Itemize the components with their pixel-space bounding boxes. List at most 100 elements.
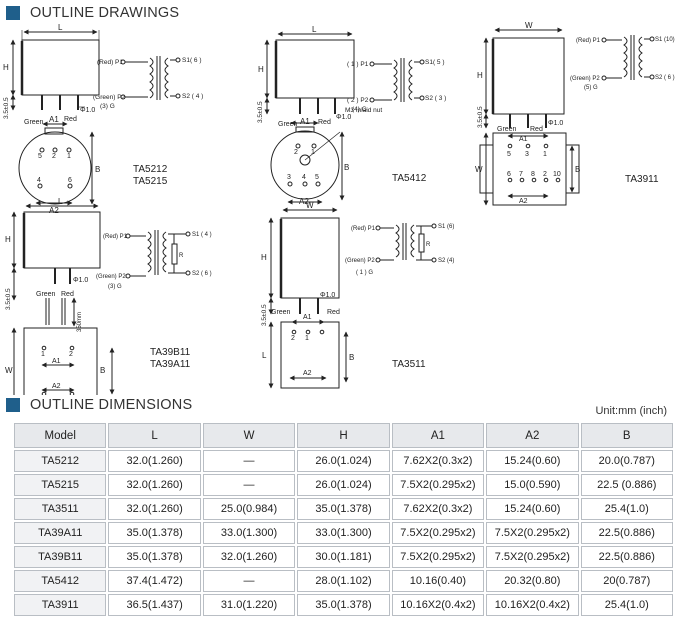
schematic-s1: S1( 6 ) xyxy=(182,57,202,64)
table-cell: 7.5X2(0.295x2) xyxy=(486,546,579,568)
model-label: TA39B11 xyxy=(150,347,191,358)
table-cell: 7.5X2(0.295x2) xyxy=(391,522,485,544)
dim-a2: A2 xyxy=(299,197,309,206)
schematic-s2: S2 ( 6 ) xyxy=(655,75,675,81)
table-row: TA5412 37.4(1.472) — 28.0(1.102) 10.16(0… xyxy=(14,570,673,592)
pin-label: 2 xyxy=(291,335,295,342)
lead-length: 350mm xyxy=(77,312,83,332)
drawing-ta39b11 xyxy=(11,203,191,395)
table-cell: 32.0(1.260) xyxy=(108,474,201,496)
outline-drawings-header: OUTLINE DRAWINGS xyxy=(6,5,179,21)
dim-h: H xyxy=(258,65,264,74)
schematic-g: (5) G xyxy=(584,85,598,91)
section-bullet-icon xyxy=(6,6,20,20)
table-cell: 7.62X2(0.3x2) xyxy=(391,498,485,520)
table-cell: 31.0(1.220) xyxy=(202,594,296,616)
section-title: OUTLINE DIMENSIONS xyxy=(30,397,193,413)
table-cell: 33.0(1.300) xyxy=(202,522,296,544)
table-row: TA5215 32.0(1.260) — 26.0(1.024) 7.5X2(0… xyxy=(14,474,673,496)
table-row: TA39B11 35.0(1.378) 32.0(1.260) 30.0(1.1… xyxy=(14,546,673,568)
column-header: H xyxy=(297,423,390,448)
table-row: TA3911 36.5(1.437) 31.0(1.220) 35.0(1.37… xyxy=(14,594,673,616)
model-cell: TA39A11 xyxy=(14,522,107,544)
table-cell: 36.5(1.437) xyxy=(108,594,201,616)
dim-pin-dia: Φ1.0 xyxy=(73,277,88,284)
table-cell: 37.4(1.472) xyxy=(108,570,201,592)
pin-label: 4 xyxy=(302,174,306,181)
pin-label: 8 xyxy=(531,171,535,178)
dim-pin-dia: Φ1.0 xyxy=(80,107,95,114)
table-cell: 25.4(1.0) xyxy=(580,498,673,520)
pin-label: 7 xyxy=(519,171,523,178)
model-cell: TA5412 xyxy=(14,570,107,592)
dim-h: H xyxy=(261,253,267,262)
schematic-p1: (Red) P1 xyxy=(103,234,128,240)
dim-b: B xyxy=(100,366,105,375)
schematic-r: R xyxy=(179,253,184,259)
table-cell: — xyxy=(202,570,296,592)
pin-label: 2 xyxy=(294,149,298,156)
pin-label: 2 xyxy=(52,153,56,160)
lead-red: Red xyxy=(61,291,74,298)
dim-a1: A1 xyxy=(303,314,312,321)
table-cell: 20.0(0.787) xyxy=(580,450,673,472)
schematic-s1: S1 ( 4 ) xyxy=(192,232,212,238)
model-cell: TA5215 xyxy=(14,474,107,496)
pin-label: 5 xyxy=(38,153,42,160)
lead-green: Green xyxy=(497,126,517,133)
table-cell: 22.5(0.886) xyxy=(580,546,673,568)
lead-green: Green xyxy=(271,309,291,316)
column-header: B xyxy=(580,423,673,448)
pin-label: 6 xyxy=(68,177,72,184)
lead-green: Green xyxy=(36,291,56,298)
dim-h: H xyxy=(477,71,483,80)
pin-label: 10 xyxy=(553,171,561,178)
table-cell: 20.32(0.80) xyxy=(486,570,579,592)
dim-l: L xyxy=(58,197,63,206)
table-header-row: Model L W H A1 A2 B xyxy=(14,423,673,448)
dim-pin-height: 3.5±0.5 xyxy=(477,106,484,128)
dim-pin-dia: Φ1.0 xyxy=(548,120,563,127)
outline-drawings: L H 3.5±0.5 Φ1.0 Green Red A1 A2 B 5 2 1… xyxy=(3,21,675,395)
column-header: Model xyxy=(14,423,107,448)
drawing-ta5412 xyxy=(264,31,425,205)
dim-b: B xyxy=(95,165,100,174)
model-cell: TA39B11 xyxy=(14,546,107,568)
table-cell: 35.0(1.378) xyxy=(108,546,201,568)
table-cell: 33.0(1.300) xyxy=(297,522,390,544)
lead-green: Green xyxy=(278,121,298,128)
pin-label: 1 xyxy=(305,335,309,342)
dim-a2: A2 xyxy=(52,383,61,390)
table-cell: 7.62X2(0.3x2) xyxy=(391,450,485,472)
schematic-p2: (Green) P2 xyxy=(345,258,375,264)
schematic-p2: (Green) P2 xyxy=(570,76,600,82)
dim-w: W xyxy=(525,21,533,30)
lead-red: Red xyxy=(530,126,543,133)
model-cell: TA3511 xyxy=(14,498,107,520)
table-cell: 22.5 (0.886) xyxy=(580,474,673,496)
model-cell: TA5212 xyxy=(14,450,107,472)
table-cell: 7.5X2(0.295x2) xyxy=(486,522,579,544)
lead-red: Red xyxy=(318,119,331,126)
drawing-ta3911 xyxy=(479,27,655,206)
pin-label: 5 xyxy=(315,174,319,181)
table-cell: 35.0(1.378) xyxy=(297,594,390,616)
dim-l: L xyxy=(58,23,63,32)
schematic-p2: (Green) P2 xyxy=(96,274,126,280)
dim-pin-dia: Φ1.0 xyxy=(320,292,335,299)
dim-pin-height: 3.5±0.5 xyxy=(5,288,12,310)
table-cell: 7.5X2(0.295x2) xyxy=(391,474,485,496)
table-cell: 25.4(1.0) xyxy=(580,594,673,616)
table-cell: 10.16X2(0.4x2) xyxy=(391,594,485,616)
pin-label: 2 xyxy=(69,351,73,358)
dim-b: B xyxy=(344,163,349,172)
lead-red: Red xyxy=(327,309,340,316)
table-cell: 15.24(0.60) xyxy=(486,498,579,520)
dim-a1: A1 xyxy=(300,117,310,126)
table-cell: 10.16(0.40) xyxy=(391,570,485,592)
pin-label: 1 xyxy=(543,151,547,158)
dim-h: H xyxy=(3,63,9,72)
model-label: TA3911 xyxy=(625,174,659,185)
pin-label: 2 xyxy=(543,171,547,178)
table-cell: 15.0(0.590) xyxy=(486,474,579,496)
